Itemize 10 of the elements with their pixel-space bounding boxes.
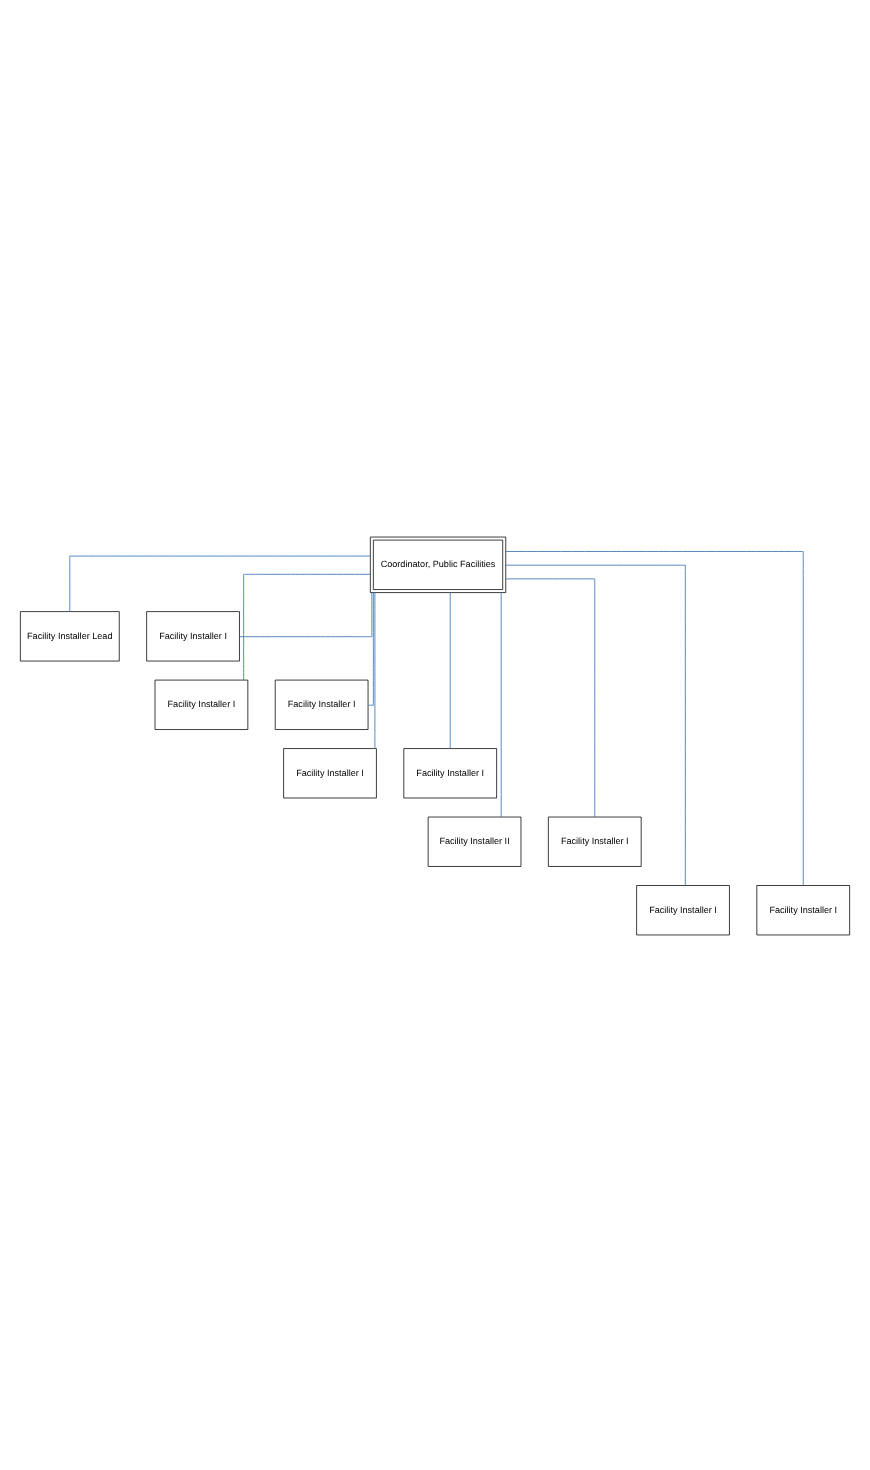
connector	[505, 577, 596, 817]
connector	[69, 554, 371, 612]
connector	[374, 591, 376, 748]
connector	[239, 591, 373, 637]
connector	[367, 591, 374, 705]
connector	[505, 563, 686, 885]
connector	[243, 572, 371, 680]
connector	[500, 591, 502, 817]
connector	[505, 550, 804, 885]
connector	[449, 591, 451, 748]
